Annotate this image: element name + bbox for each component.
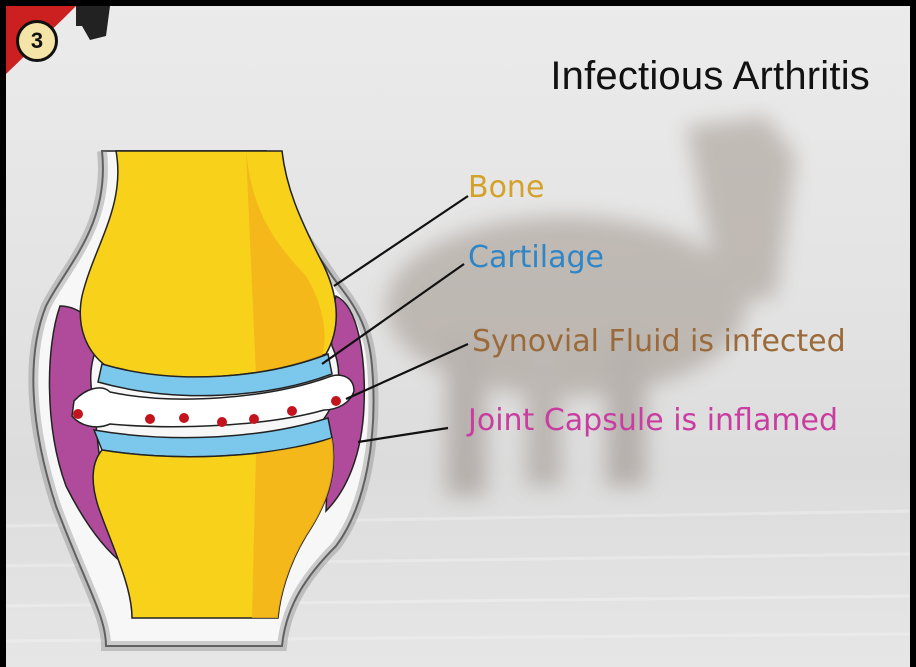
bacteria-dot-5 (249, 414, 259, 424)
label-synovial-fluid: Synovial Fluid is infected (472, 324, 846, 359)
bacteria-dot-7 (331, 396, 341, 406)
bacteria-dot-3 (179, 413, 189, 423)
bone-leader-line (334, 196, 468, 286)
label-joint-capsule: Joint Capsule is inflamed (468, 403, 838, 438)
bacteria-dot-2 (145, 414, 155, 424)
slide: 3 Infectious Arthritis (6, 6, 910, 667)
bacteria-dot-4 (217, 417, 227, 427)
label-bone: Bone (468, 170, 544, 205)
bacteria-dot-6 (287, 406, 297, 416)
label-cartilage: Cartilage (468, 240, 604, 275)
bacteria-dot-1 (73, 409, 83, 419)
